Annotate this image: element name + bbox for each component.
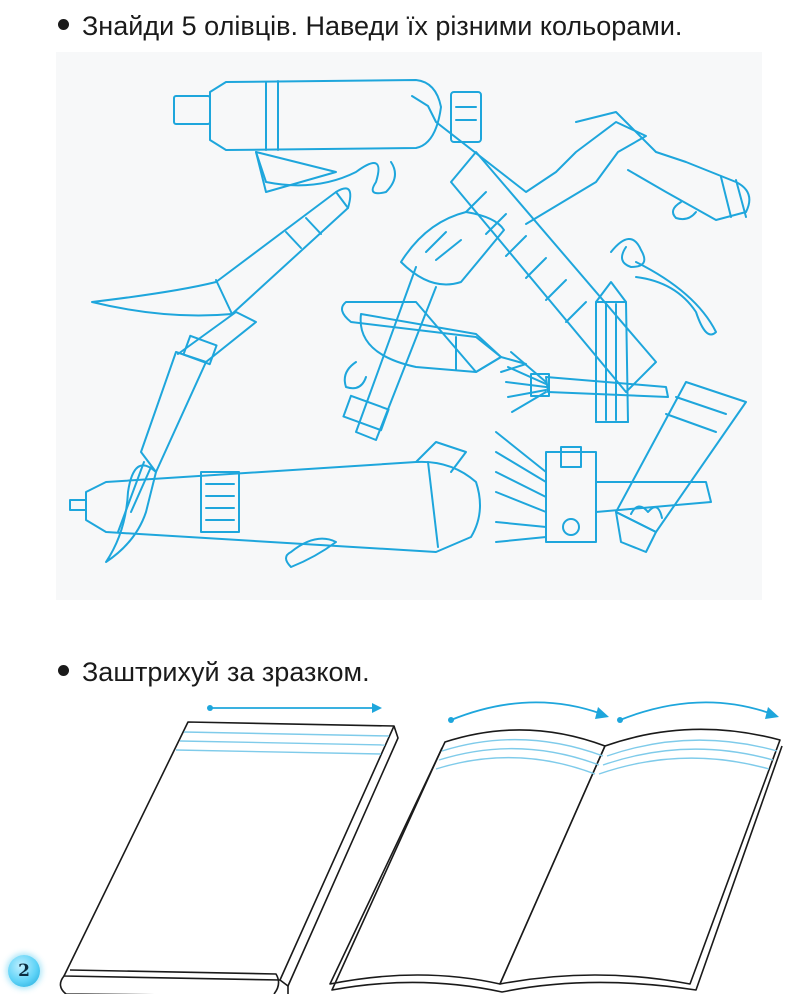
arrow-right-book-2 bbox=[617, 701, 779, 723]
task-1-text: Знайди 5 олівців. Наведи їх різними коль… bbox=[82, 11, 683, 41]
open-book bbox=[329, 728, 783, 993]
hidden-pencils-illustration bbox=[56, 52, 762, 600]
fountain-pen-lower-left bbox=[105, 311, 257, 563]
task-1-instruction: Знайди 5 олівців. Наведи їх різними коль… bbox=[58, 10, 682, 42]
flat-brush-bottom bbox=[495, 431, 712, 543]
pencil-vertical-right bbox=[595, 281, 629, 423]
task-2-text: Заштрихуй за зразком. bbox=[82, 657, 370, 687]
marker-top bbox=[173, 79, 442, 151]
pencil-diagonal-left bbox=[91, 151, 352, 317]
brush-middle bbox=[342, 211, 505, 441]
task-2-instruction: Заштрихуй за зразком. bbox=[58, 656, 370, 688]
page-number-badge: 2 bbox=[8, 955, 40, 987]
arrow-right-book-1 bbox=[448, 701, 609, 723]
marker-bottom bbox=[69, 441, 481, 553]
bullet-icon bbox=[58, 665, 69, 677]
brush-small-right bbox=[505, 351, 669, 413]
fountain-pen-right bbox=[411, 91, 751, 225]
curl-ornaments bbox=[255, 151, 717, 568]
shading-books-illustration bbox=[59, 701, 783, 994]
pencil-middle-sharpened bbox=[341, 301, 527, 373]
arrow-left-book bbox=[207, 703, 382, 713]
bullet-icon bbox=[58, 19, 69, 31]
striped-pencil-right bbox=[615, 381, 747, 553]
closed-book bbox=[59, 721, 399, 994]
striped-pencil-long bbox=[450, 151, 657, 393]
